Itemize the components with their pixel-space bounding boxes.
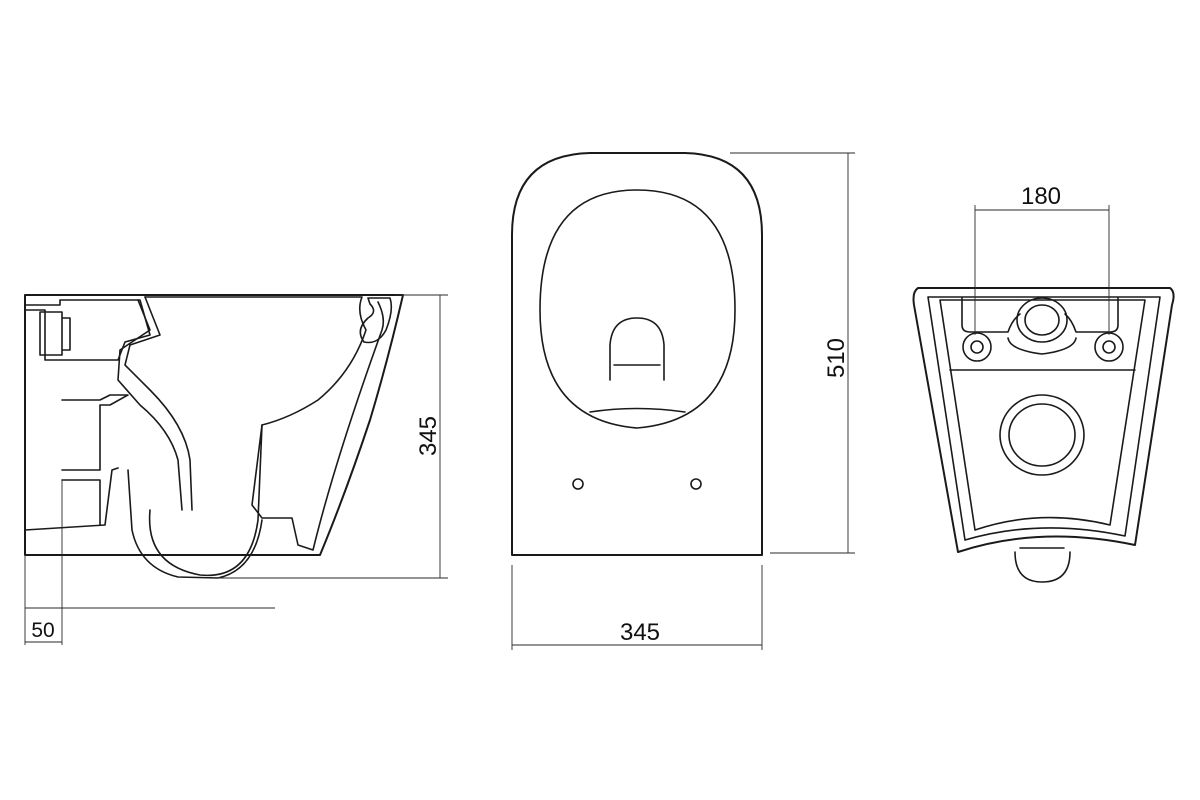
back-view-water-inlet-outer bbox=[1016, 297, 1068, 343]
back-view: 180 bbox=[912, 183, 1175, 583]
back-view-inner-wall bbox=[927, 296, 1161, 541]
back-view-outlet-inner bbox=[1008, 403, 1076, 467]
top-view: 510 345 bbox=[511, 152, 855, 650]
side-view-inlet-detail bbox=[39, 311, 71, 356]
back-spacing-dimension-label: 180 bbox=[1021, 183, 1061, 210]
top-view-bowl-opening bbox=[539, 189, 736, 429]
top-view-mounting-hole-left bbox=[572, 478, 584, 490]
side-view-trap bbox=[117, 296, 263, 577]
back-view-bolt-hole-right-inner bbox=[1102, 340, 1116, 354]
top-view-mounting-hole-right bbox=[690, 478, 702, 490]
side-view-outer-body bbox=[24, 294, 404, 556]
side-view-bowl-cavity bbox=[144, 296, 385, 551]
top-length-dimension-label: 510 bbox=[823, 338, 850, 378]
back-view-outlet-outer bbox=[999, 394, 1085, 476]
back-view-cross-brace bbox=[949, 337, 1136, 371]
back-view-bottom-outlet bbox=[1014, 547, 1071, 583]
back-view-panel bbox=[939, 299, 1146, 531]
back-view-bolt-hole-right-outer bbox=[1094, 332, 1124, 362]
side-view-lower-inlet bbox=[61, 394, 129, 526]
side-offset-dimension-label: 50 bbox=[31, 619, 54, 642]
side-height-dimension-label: 345 bbox=[415, 416, 442, 456]
side-view-outlet bbox=[24, 467, 263, 579]
top-view-outlet bbox=[609, 317, 665, 381]
top-width-dimension-label: 345 bbox=[620, 619, 660, 646]
back-view-water-inlet-inner bbox=[1024, 304, 1060, 336]
top-view-outer-body bbox=[511, 152, 763, 556]
back-view-bolt-hole-left-outer bbox=[962, 332, 992, 362]
top-view-flush-rim bbox=[589, 407, 686, 413]
side-view-rim bbox=[359, 297, 393, 344]
side-view: 345 50 bbox=[24, 294, 448, 645]
back-view-outer-body bbox=[912, 287, 1175, 553]
back-view-upper-frame bbox=[961, 297, 1119, 333]
back-view-bolt-hole-left-inner bbox=[970, 340, 984, 354]
side-view-upper-inlet bbox=[24, 299, 151, 361]
